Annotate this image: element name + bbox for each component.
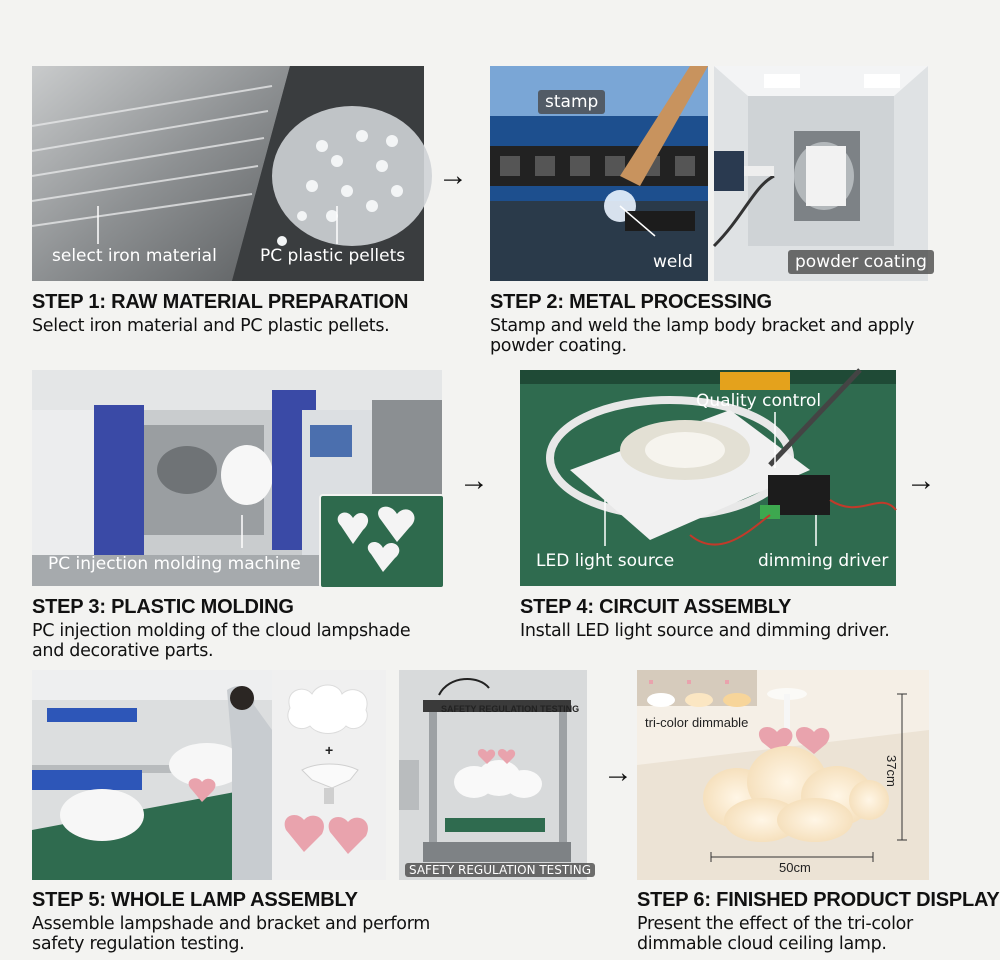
step-4-title: STEP 4: CIRCUIT ASSEMBLY bbox=[520, 596, 792, 618]
step-1-desc: Select iron material and PC plastic pell… bbox=[32, 316, 390, 336]
plus-sign: + bbox=[325, 742, 334, 758]
arrow-right-icon: → bbox=[906, 464, 936, 497]
tri-color-dimmable-label: tri-color dimmable bbox=[645, 715, 749, 730]
parts-exploded-photo: + bbox=[272, 670, 386, 880]
safety-testing-bottom-label: SAFETY REGULATION TESTING bbox=[405, 863, 596, 877]
step-5-desc: Assemble lampshade and bracket and perfo… bbox=[32, 914, 431, 954]
powder-coating-label: powder coating bbox=[788, 250, 934, 274]
step-6-title: STEP 6: FINISHED PRODUCT DISPLAY bbox=[637, 889, 1000, 911]
weld-label: weld bbox=[653, 252, 693, 272]
step-6-desc: Present the effect of the tri-color dimm… bbox=[637, 914, 913, 954]
step-3-title: STEP 3: PLASTIC MOLDING bbox=[32, 596, 294, 618]
step-4-desc: Install LED light source and dimming dri… bbox=[520, 621, 890, 641]
led-light-source-label: LED light source bbox=[536, 551, 675, 571]
height-dimension-label: 37cm bbox=[884, 755, 899, 787]
whole-lamp-assembly-photo bbox=[32, 670, 272, 880]
arrow-right-icon: → bbox=[459, 464, 489, 497]
powder-coating-photo: powder coating bbox=[712, 66, 934, 281]
raw-material-photo: select iron material PC plastic pellets bbox=[31, 66, 432, 281]
dimming-driver-label: dimming driver bbox=[758, 551, 889, 571]
hearts-inset bbox=[319, 494, 445, 589]
step-3-desc: PC injection molding of the cloud lampsh… bbox=[32, 621, 411, 661]
iron-label: select iron material bbox=[52, 246, 217, 266]
arrow-right-icon: → bbox=[438, 159, 468, 192]
circuit-assembly-photo: Quality control LED light source dimming… bbox=[520, 368, 897, 586]
plastic-molding-photo: PC injection molding machine bbox=[32, 370, 445, 589]
quality-control-label: Quality control bbox=[696, 391, 822, 411]
finished-product-photo: tri-color dimmable 37cm 50cm bbox=[637, 670, 929, 880]
arrow-right-icon: → bbox=[603, 756, 633, 789]
step-1-title: STEP 1: RAW MATERIAL PREPARATION bbox=[32, 291, 409, 313]
width-dimension-label: 50cm bbox=[779, 860, 811, 875]
metal-processing-photo: stamp weld bbox=[490, 66, 708, 281]
step-2-title: STEP 2: METAL PROCESSING bbox=[490, 291, 772, 313]
step-2-desc: Stamp and weld the lamp body bracket and… bbox=[490, 316, 915, 356]
pellets-label: PC plastic pellets bbox=[260, 246, 406, 266]
safety-testing-photo: SAFETY REGULATION TESTING SAFETY REGULAT… bbox=[399, 670, 596, 880]
safety-testing-top-label: SAFETY REGULATION TESTING bbox=[441, 704, 580, 714]
step-5-title: STEP 5: WHOLE LAMP ASSEMBLY bbox=[32, 889, 358, 911]
stamp-label: stamp bbox=[538, 90, 606, 114]
molding-machine-label: PC injection molding machine bbox=[48, 554, 301, 574]
